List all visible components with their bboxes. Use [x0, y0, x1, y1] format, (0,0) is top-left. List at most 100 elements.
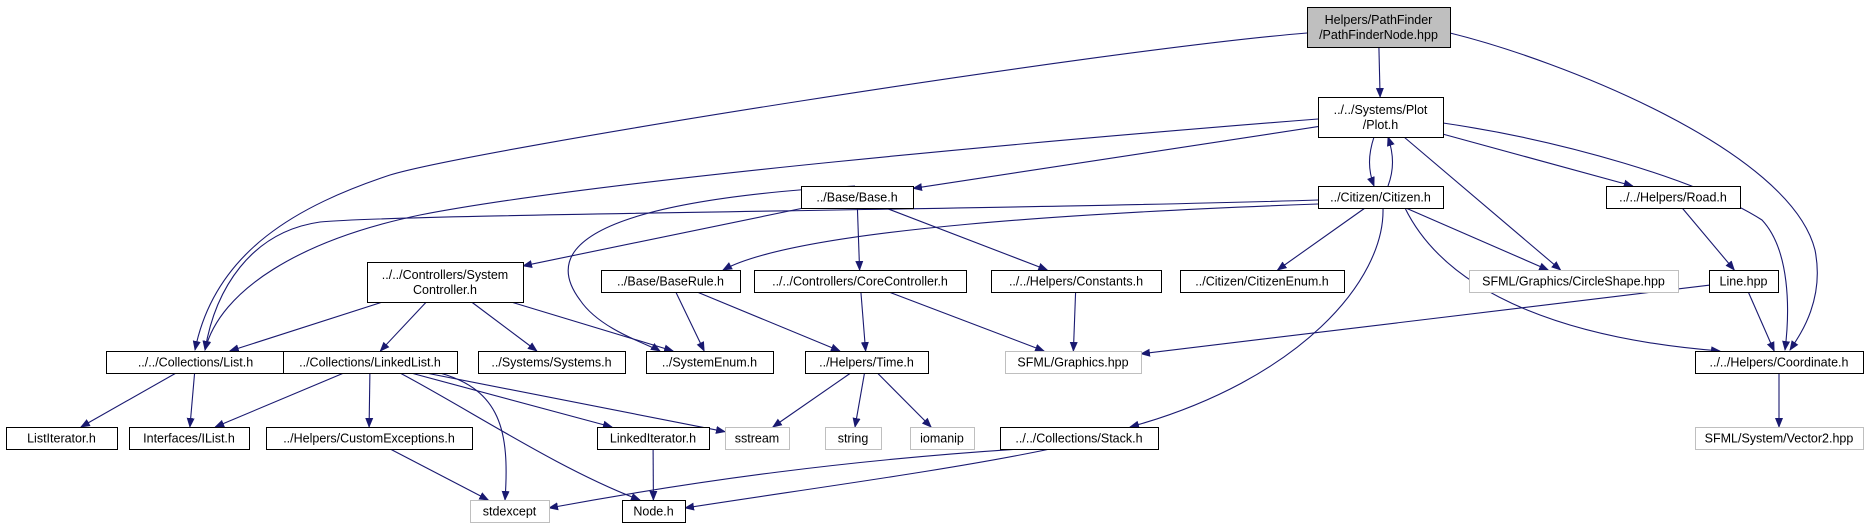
edge-citizen-to-plot — [1387, 136, 1395, 187]
node-box-node — [622, 500, 686, 523]
node-label-citizenenum: ../Citizen/CitizenEnum.h — [1195, 275, 1328, 289]
edge-linkedlist-to-linkediterator — [410, 372, 613, 429]
edge-line-to-coordinate — [1747, 291, 1775, 352]
node-node[interactable]: Node.h — [622, 500, 686, 523]
edge-time-to-iomanip — [877, 372, 932, 428]
node-citizen[interactable]: ../Citizen/Citizen.h — [1318, 186, 1444, 209]
edge-root-to-plot — [1375, 46, 1384, 98]
node-line[interactable]: Line.hpp — [1709, 270, 1779, 293]
node-label-linkediterator: LinkedIterator.h — [610, 432, 696, 446]
node-label-coordinate: ../../Helpers/Coordinate.h — [1710, 356, 1849, 370]
node-box-iomanip — [910, 427, 975, 450]
edge-time-to-string — [852, 372, 866, 428]
node-label-citizen: ../Citizen/Citizen.h — [1330, 191, 1431, 205]
node-box-linkedlist — [283, 351, 458, 374]
node-box-systems — [478, 351, 626, 374]
edge-time-to-sstream — [771, 372, 852, 428]
node-corecontroller[interactable]: ../../Controllers/CoreController.h — [754, 270, 967, 293]
edge-stack-to-stdexcept — [548, 448, 1021, 511]
node-label-plot: ../../Systems/Plot — [1334, 103, 1428, 117]
node-box-plot — [1318, 97, 1444, 138]
node-systemenum[interactable]: ../SystemEnum.h — [646, 351, 774, 374]
node-coordinate[interactable]: ../../Helpers/Coordinate.h — [1695, 351, 1864, 374]
node-box-base — [801, 186, 914, 209]
node-label-systemenum: ../SystemEnum.h — [662, 356, 757, 370]
node-box-sstream — [725, 427, 790, 450]
edge-list-to-ilist — [186, 372, 196, 428]
node-box-corecontroller — [754, 270, 967, 293]
node-label-listiterator: ListIterator.h — [27, 432, 96, 446]
node-root[interactable]: Helpers/PathFinder/PathFinderNode.hpp — [1307, 7, 1451, 48]
node-circleshape: SFML/Graphics/CircleShape.hpp — [1469, 270, 1679, 293]
node-graphics: SFML/Graphics.hpp — [1005, 351, 1142, 374]
node-string: string — [825, 427, 882, 450]
node-box-circleshape — [1469, 270, 1679, 293]
node-box-baserule — [601, 270, 741, 293]
node-label-syscontroller: ../../Controllers/System — [382, 268, 508, 282]
node-ilist[interactable]: Interfaces/IList.h — [129, 427, 250, 450]
edge-constants-to-graphics — [1069, 291, 1078, 352]
node-label-string: string — [838, 432, 869, 446]
node-citizenenum[interactable]: ../Citizen/CitizenEnum.h — [1180, 270, 1345, 293]
node-time[interactable]: ../Helpers/Time.h — [805, 351, 929, 374]
node-label-base: ../Base/Base.h — [816, 191, 897, 205]
node-label-list: ../../Collections/List.h — [138, 356, 253, 370]
node-list[interactable]: ../../Collections/List.h — [106, 351, 286, 374]
node-road[interactable]: ../../Helpers/Road.h — [1606, 186, 1741, 209]
edge-root-to-coordinate — [1449, 32, 1818, 351]
node-vector2: SFML/System/Vector2.hpp — [1695, 427, 1864, 450]
node-box-customexceptions — [266, 427, 473, 450]
node-systems[interactable]: ../Systems/Systems.h — [478, 351, 626, 374]
edge-customexceptions-to-stdexcept — [389, 448, 490, 501]
node-label-time: ../Helpers/Time.h — [819, 356, 914, 370]
edge-line-to-graphics — [1140, 284, 1710, 357]
node-label-graphics: SFML/Graphics.hpp — [1017, 356, 1128, 370]
edge-base-to-constants — [885, 207, 1049, 271]
node-label-systems: ../Systems/Systems.h — [491, 356, 611, 370]
node-label-circleshape: SFML/Graphics/CircleShape.hpp — [1482, 275, 1665, 289]
edge-base-to-systemenum — [567, 185, 856, 352]
node-baserule[interactable]: ../Base/BaseRule.h — [601, 270, 741, 293]
edge-syscontroller-to-systemenum — [510, 301, 675, 353]
node-box-citizen — [1318, 186, 1444, 209]
node-label-sstream: sstream — [735, 432, 779, 446]
node-box-listiterator — [6, 427, 118, 450]
edge-plot-to-road — [1442, 133, 1634, 188]
node-plot[interactable]: ../../Systems/Plot/Plot.h — [1318, 97, 1444, 138]
edge-plot-to-citizen — [1367, 136, 1375, 187]
edge-baserule-to-time — [696, 291, 841, 352]
edge-linkedlist-to-sstream — [425, 372, 726, 434]
node-label-line: Line.hpp — [1720, 275, 1768, 289]
edge-baserule-to-systemenum — [675, 291, 705, 352]
edge-corecontroller-to-graphics — [888, 291, 1046, 352]
edge-syscontroller-to-systems — [471, 301, 538, 352]
node-iomanip: iomanip — [910, 427, 975, 450]
node-label-node: Node.h — [633, 505, 673, 519]
node-box-constants — [991, 270, 1162, 293]
node-label-linkedlist: ../Collections/LinkedList.h — [299, 356, 441, 370]
node-label-corecontroller: ../../Controllers/CoreController.h — [772, 275, 948, 289]
edge-base-to-syscontroller — [522, 207, 804, 268]
node-linkediterator[interactable]: LinkedIterator.h — [597, 427, 710, 450]
node-label-baserule: ../Base/BaseRule.h — [617, 275, 724, 289]
node-stdexcept: stdexcept — [470, 500, 550, 523]
node-box-vector2 — [1695, 427, 1864, 450]
nodes-layer: Helpers/PathFinder/PathFinderNode.hpp ../… — [6, 7, 1864, 523]
edge-linkedlist-to-node — [399, 372, 641, 501]
node-customexceptions[interactable]: ../Helpers/CustomExceptions.h — [266, 427, 473, 450]
node-label-stack: ../../Collections/Stack.h — [1015, 432, 1142, 446]
node-listiterator[interactable]: ListIterator.h — [6, 427, 118, 450]
edge-plot-to-circleshape — [1403, 136, 1562, 271]
node-linkedlist[interactable]: ../Collections/LinkedList.h — [283, 351, 458, 374]
edge-corecontroller-to-time — [860, 291, 869, 352]
edge-linkedlist-to-stdexcept — [439, 372, 510, 501]
node-label-vector2: SFML/System/Vector2.hpp — [1705, 432, 1854, 446]
node-stack[interactable]: ../../Collections/Stack.h — [1000, 427, 1159, 450]
edge-citizen-to-citizenenum — [1276, 207, 1366, 271]
node-box-stdexcept — [470, 500, 550, 523]
edge-citizen-to-stack — [1129, 207, 1384, 429]
node-base[interactable]: ../Base/Base.h — [801, 186, 914, 209]
node-constants[interactable]: ../../Helpers/Constants.h — [991, 270, 1162, 293]
edge-citizen-to-circleshape — [1405, 207, 1550, 271]
